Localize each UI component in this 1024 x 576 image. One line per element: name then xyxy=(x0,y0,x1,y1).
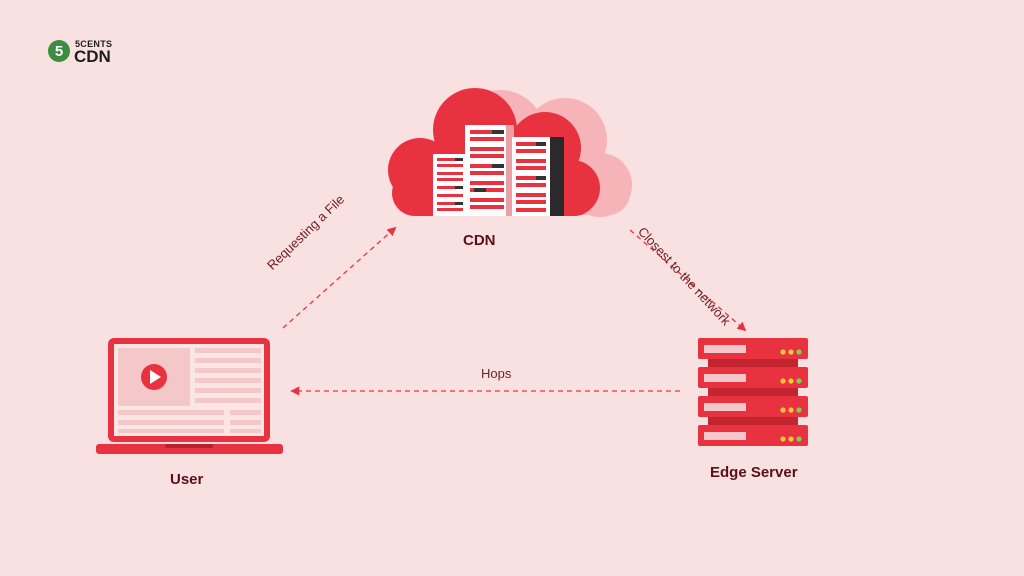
hops-label: Hops xyxy=(481,366,512,381)
edge-server-icon xyxy=(698,338,808,446)
brand-logo: 5 5CENTS CDN xyxy=(48,38,128,68)
logo-line1: 5CENTS xyxy=(75,39,113,49)
logo-line2: CDN xyxy=(74,47,111,66)
arrow-requesting xyxy=(282,226,397,329)
logo-badge: 5 xyxy=(48,40,70,62)
user-label: User xyxy=(170,471,204,488)
laptop-icon xyxy=(96,338,283,454)
cdn-label: CDN xyxy=(463,232,496,249)
arrow-closest xyxy=(629,229,747,332)
edge-server-label: Edge Server xyxy=(710,464,798,481)
play-icon xyxy=(141,364,167,390)
server-rack-icon xyxy=(433,125,564,216)
